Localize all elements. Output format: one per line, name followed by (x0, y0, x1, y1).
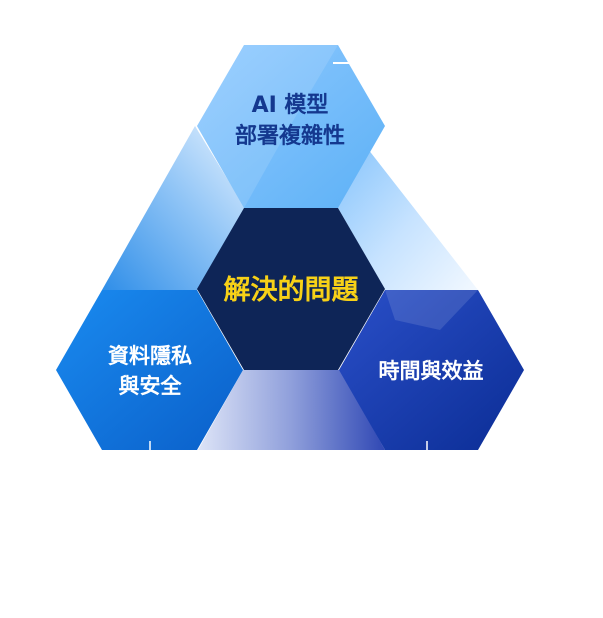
left-hexagon-label-line1: 資料隱私 (108, 344, 192, 368)
center-hexagon-label: 解決的問題 (224, 274, 360, 306)
top-hexagon (197, 45, 385, 208)
center-hexagon (197, 208, 385, 370)
left-hexagon (56, 290, 243, 450)
top-hexagon-sheen (197, 45, 338, 208)
top-hexagon-label-line1: AI 模型 (252, 93, 329, 118)
top-hexagon-label-line2: 部署複雜性 (235, 123, 345, 149)
right-connector-triangle (338, 126, 478, 290)
left-connector-triangle (102, 126, 245, 290)
right-hexagon-label: 時間與效益 (379, 359, 484, 383)
bottom-connector-triangle (198, 370, 385, 450)
left-hexagon-label-line2: 與安全 (119, 374, 183, 398)
right-hexagon-sheen (385, 290, 478, 330)
right-hexagon (339, 290, 524, 450)
